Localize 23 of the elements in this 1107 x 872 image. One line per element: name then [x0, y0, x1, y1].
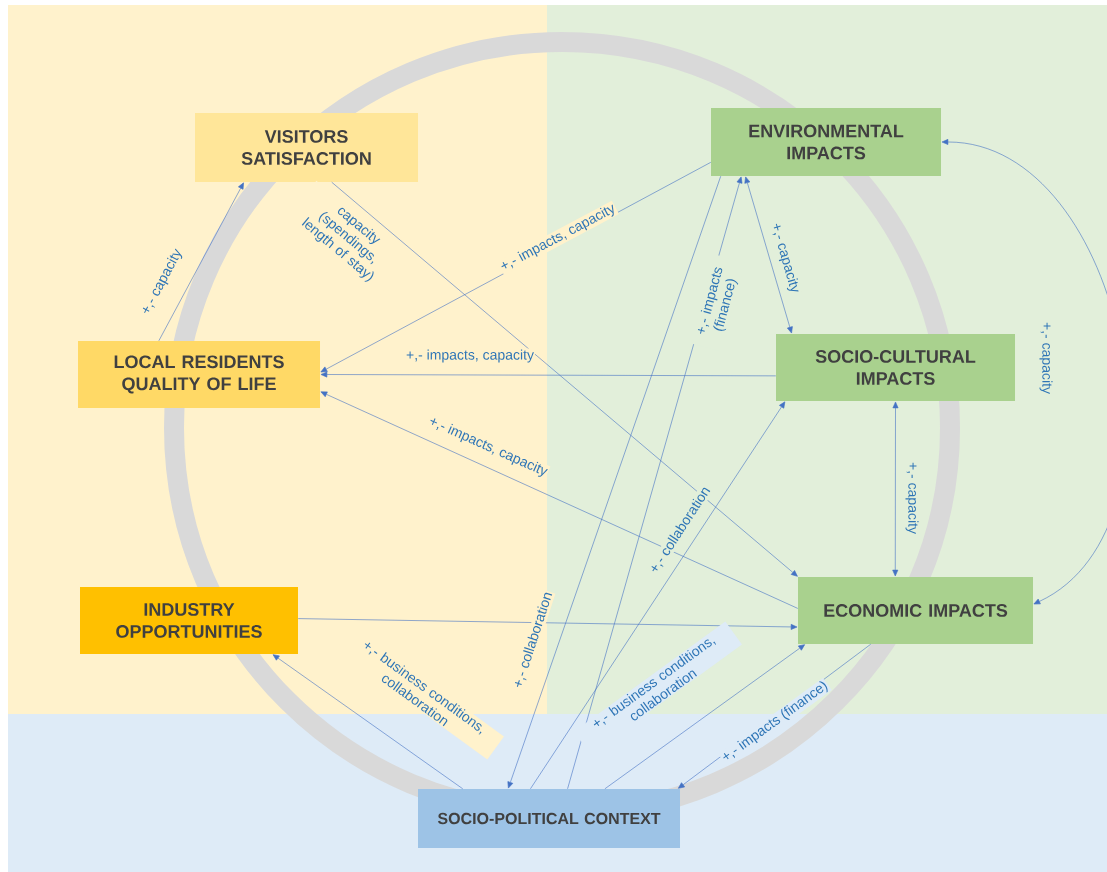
arrow: [530, 401, 786, 790]
arrow: [297, 618, 798, 630]
impact-box: SOCIO-POLITICAL CONTEXT: [418, 789, 680, 848]
arrow: [320, 391, 799, 609]
impact-box: SOCIO-CULTURAL IMPACTS: [776, 334, 1015, 401]
arrow: [331, 181, 798, 577]
arrow: [158, 182, 244, 342]
impact-box: INDUSTRY OPPORTUNITIES: [80, 587, 298, 654]
arrow: [744, 176, 793, 334]
impact-box: ENVIRONMENTAL IMPACTS: [711, 108, 941, 176]
arrow: [507, 175, 722, 789]
edge-label: +,- capacity: [767, 220, 803, 296]
impact-box: LOCAL RESIDENTS QUALITY OF LIFE: [78, 341, 320, 408]
impact-box: ECONOMIC IMPACTS: [798, 577, 1033, 644]
edge-label: +,- impacts, capacity: [405, 348, 535, 364]
arrow: [320, 371, 777, 378]
impact-box: VISITORS SATISFACTION: [195, 113, 418, 182]
arrow: [941, 139, 1107, 605]
edge-label: +,- capacity: [904, 461, 920, 535]
edge-label: +,- capacity: [1038, 321, 1054, 395]
arrow: [892, 401, 899, 577]
arrow: [272, 654, 464, 790]
arrow: [604, 644, 805, 790]
